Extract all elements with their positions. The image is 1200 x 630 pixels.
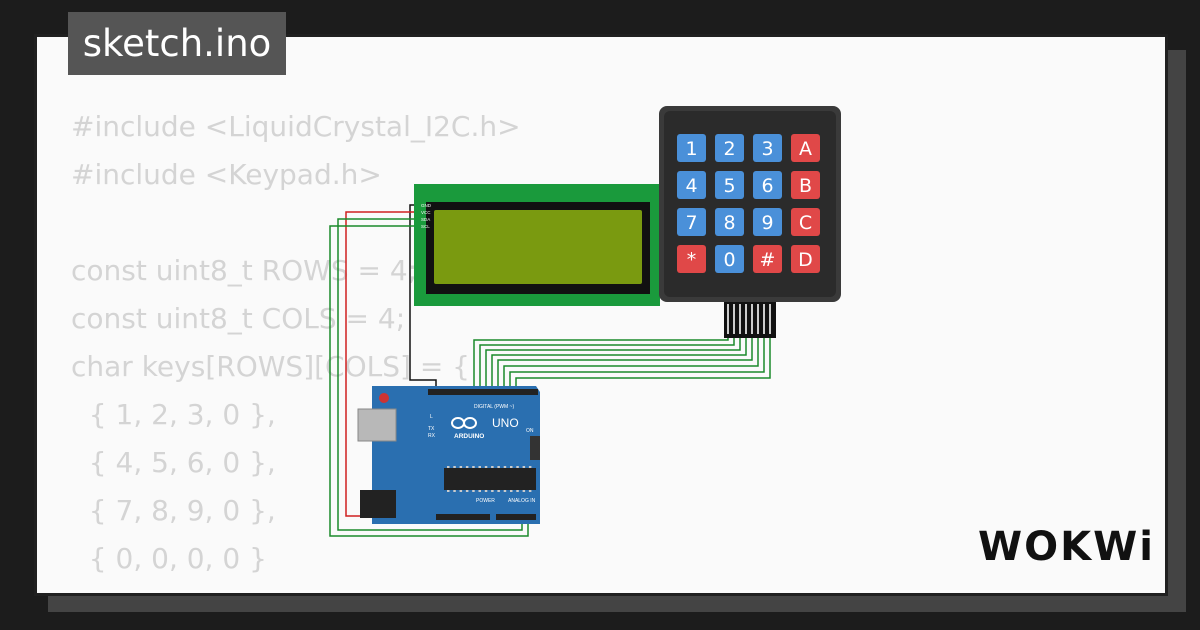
arduino-uno[interactable]: ARDUINO UNO DIGITAL (PWM ~) POWER ANALOG… — [357, 386, 540, 524]
keypad-key-label: 3 — [761, 138, 773, 160]
keypad-key-label: D — [798, 249, 813, 271]
code-line: }; — [71, 583, 521, 593]
code-editor: #include <LiquidCrystal_I2C.h> #include <… — [71, 103, 521, 593]
digital-header — [428, 389, 538, 395]
keypad-key[interactable]: 2 — [715, 134, 744, 162]
keypad-key[interactable]: 5 — [715, 171, 744, 199]
keypad-key-label: * — [687, 249, 697, 271]
keypad-key[interactable]: D — [791, 245, 820, 273]
filename-tab[interactable]: sketch.ino — [68, 12, 286, 75]
wire-sda — [337, 218, 523, 531]
keypad-key-label: 6 — [761, 175, 773, 197]
digital-label: DIGITAL (PWM ~) — [474, 404, 514, 410]
analog-label: ANALOG IN — [508, 498, 536, 504]
code-line: #include <Keypad.h> — [71, 158, 382, 191]
icsp-header — [530, 436, 540, 460]
keypad-key[interactable]: 4 — [677, 171, 706, 199]
arduino-brand: ARDUINO — [454, 433, 484, 440]
keypad-key[interactable]: 6 — [753, 171, 782, 199]
keypad-key[interactable]: # — [753, 245, 782, 273]
lcd-pin-label: SDA — [421, 217, 430, 222]
wokwi-logo: WOKWi — [978, 524, 1155, 570]
code-line: const uint8_t COLS = 4; — [71, 302, 406, 335]
preview-card: #include <LiquidCrystal_I2C.h> #include <… — [34, 34, 1168, 596]
usb-port — [357, 408, 397, 442]
lcd-pin-label: SCL — [421, 224, 430, 229]
keypad-key[interactable]: 9 — [753, 208, 782, 236]
code-line: { 1, 2, 3, 0 }, — [71, 398, 276, 431]
code-line: #include <LiquidCrystal_I2C.h> — [71, 110, 521, 143]
analog-header — [496, 514, 536, 520]
keypad-key[interactable]: B — [791, 171, 820, 199]
keypad-key-label: A — [799, 138, 812, 160]
keypad-key[interactable]: 0 — [715, 245, 744, 273]
keypad-key[interactable]: 3 — [753, 134, 782, 162]
code-line: { 0, 0, 0, 0 } — [71, 542, 267, 575]
keypad-key-label: B — [799, 175, 812, 197]
code-line: const uint8_t ROWS = 4; — [71, 254, 418, 287]
keypad-wires — [473, 338, 771, 392]
lcd-pin-labels: GND VCC SDA SCL — [421, 203, 432, 229]
keypad-key-label: 9 — [761, 212, 773, 234]
wire-scl — [329, 225, 529, 537]
keypad-key[interactable]: 7 — [677, 208, 706, 236]
infinity-logo — [451, 417, 477, 429]
keypad-key-label: 8 — [723, 212, 735, 234]
keypad-key[interactable]: * — [677, 245, 706, 273]
keypad-key-label: 2 — [723, 138, 735, 160]
keypad-key[interactable]: A — [791, 134, 820, 162]
atmega-chip — [444, 468, 536, 490]
l-label: L — [430, 414, 433, 420]
power-label: POWER — [476, 498, 495, 504]
lcd-pin-label: VCC — [421, 210, 431, 215]
keypad-key-label: # — [760, 249, 776, 271]
keypad-key[interactable]: 8 — [715, 208, 744, 236]
on-label: ON — [526, 428, 534, 434]
keypad-key[interactable]: C — [791, 208, 820, 236]
keypad-key-label: 1 — [685, 138, 697, 160]
reset-button — [379, 393, 389, 403]
tx-label: TX — [428, 426, 435, 432]
keypad-key[interactable]: 1 — [677, 134, 706, 162]
keypad-key-label: 4 — [685, 175, 697, 197]
keypad-key-label: C — [799, 212, 812, 234]
keypad[interactable]: 1 2 3 A 4 5 6 B 7 8 9 C * 0 # D — [659, 106, 841, 338]
keypad-key-label: 5 — [723, 175, 735, 197]
code-line: { 4, 5, 6, 0 }, — [71, 446, 276, 479]
power-jack — [360, 490, 396, 518]
arduino-model: UNO — [492, 416, 519, 430]
keypad-key-label: 0 — [723, 249, 735, 271]
rx-label: RX — [428, 433, 436, 439]
keypad-key-label: 7 — [685, 212, 697, 234]
lcd-module[interactable]: GND VCC SDA SCL — [414, 184, 660, 306]
lcd-screen — [434, 210, 642, 284]
lcd-pin-label: GND — [421, 203, 432, 208]
code-line: { 7, 8, 9, 0 }, — [71, 494, 276, 527]
keypad-connector — [724, 302, 776, 338]
power-header — [436, 514, 490, 520]
code-line: char keys[ROWS][COLS] = { — [71, 350, 470, 383]
